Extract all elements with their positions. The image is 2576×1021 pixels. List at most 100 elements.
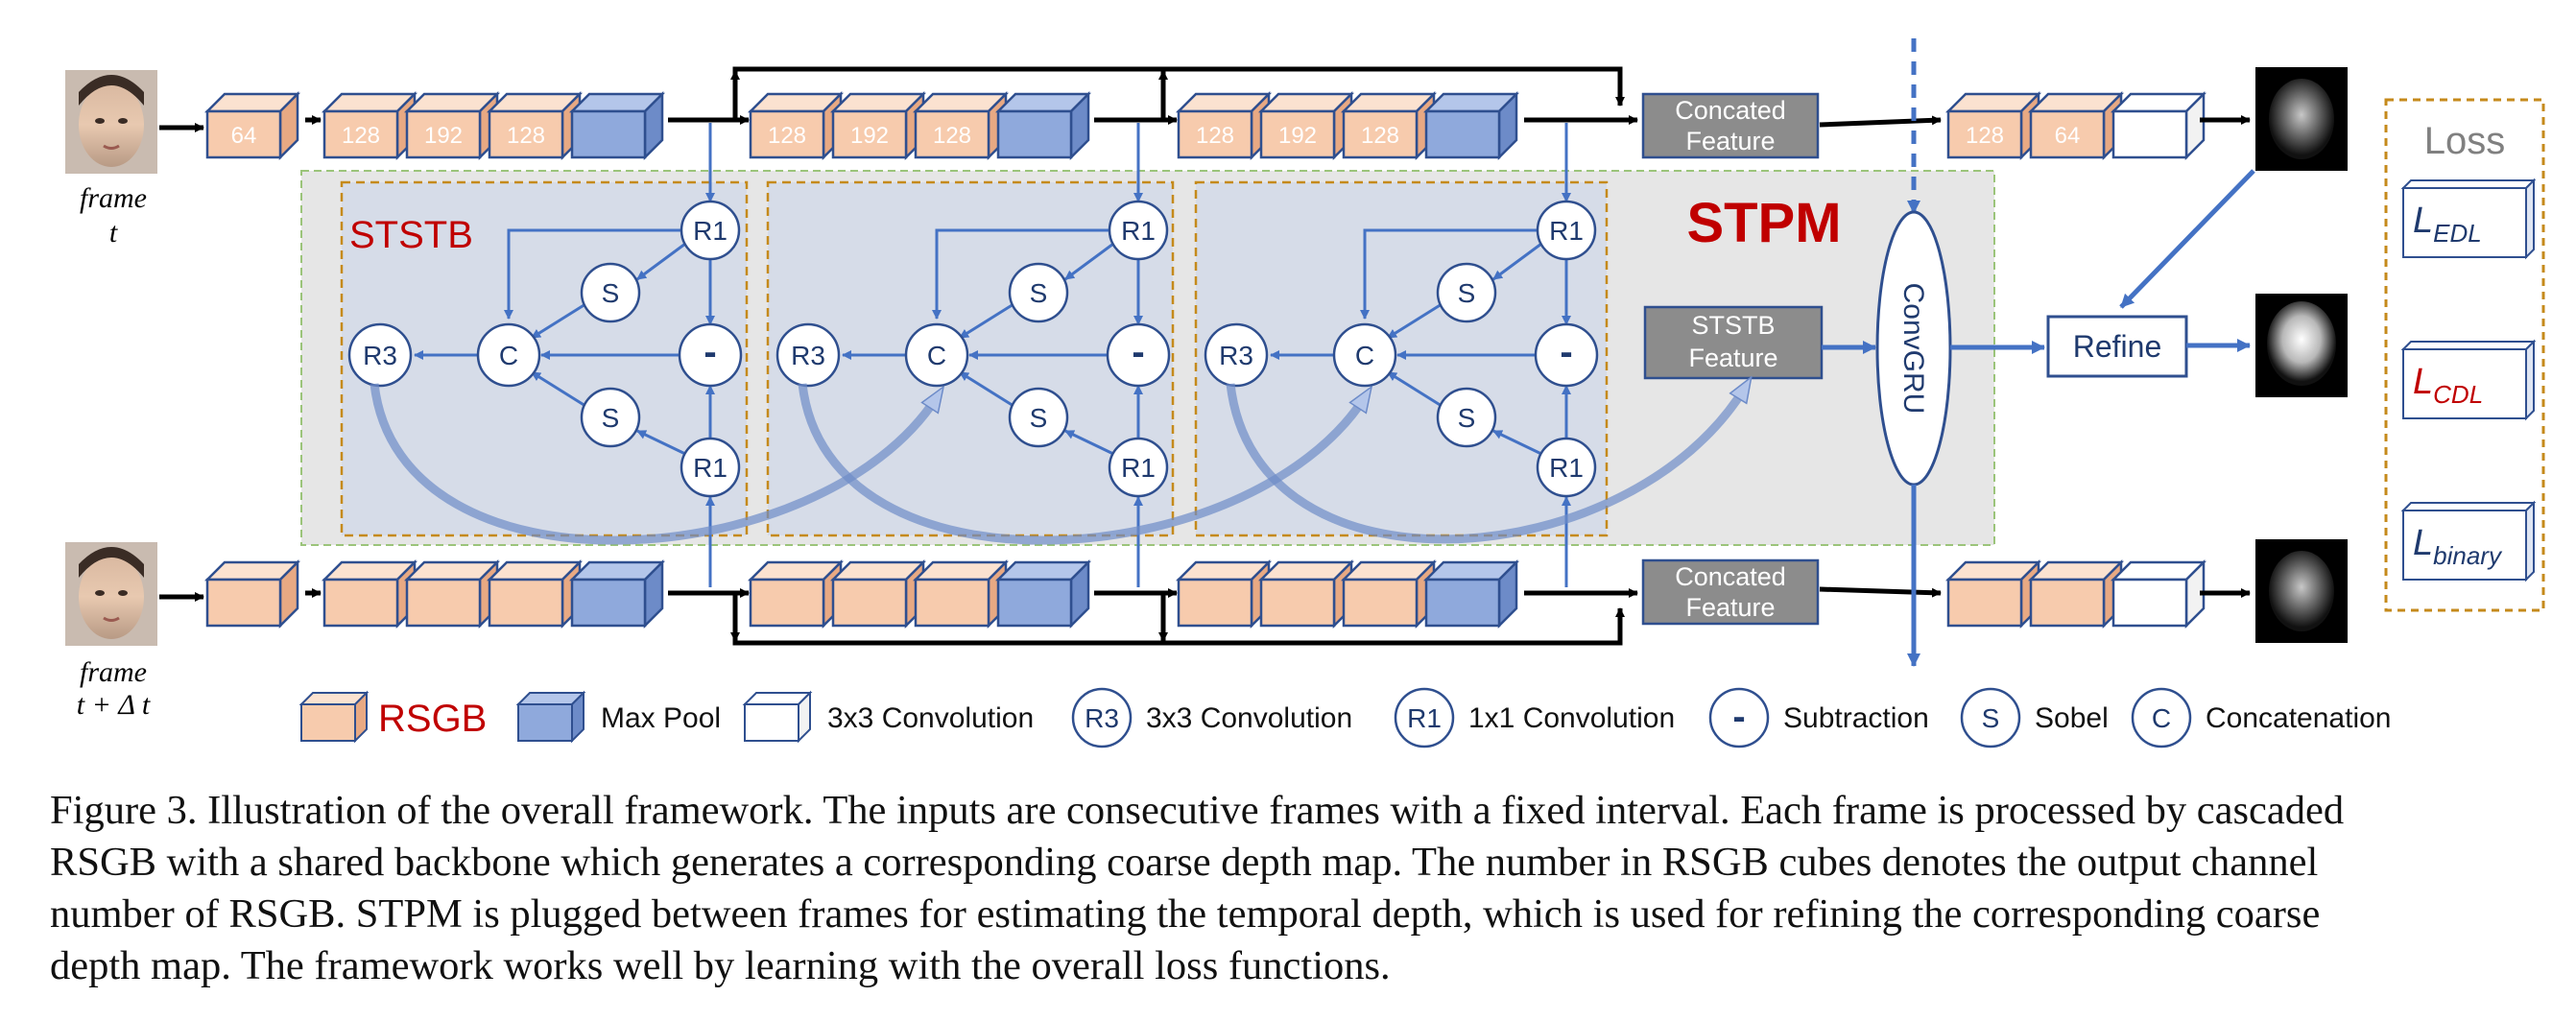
loss-panel [2384, 98, 2545, 612]
loss-item-edl: LEDL [2400, 178, 2537, 260]
svg-text:Lbinary: Lbinary [2413, 523, 2503, 570]
svg-text:S: S [1982, 703, 2000, 733]
bottom-block2-maxpool [994, 558, 1092, 629]
loss-title: Loss [2424, 120, 2506, 162]
top-head-rsgb-2-label: 64 [2055, 123, 2081, 149]
top-block2-maxpool [994, 90, 1092, 161]
svg-text:Feature: Feature [1685, 127, 1775, 155]
svg-text:LEDL: LEDL [2413, 201, 2482, 248]
svg-text:C: C [499, 341, 518, 370]
bottom-head-rsgb-1 [1944, 558, 2042, 629]
svg-text:LCDL: LCDL [2413, 362, 2483, 409]
top-block1-rsgb-2: 192 [403, 90, 501, 161]
legend-r1-icon: R1 [1394, 687, 1455, 748]
top-block1-rsgb-1-label: 128 [342, 123, 380, 149]
legend-subtraction-label: Subtraction [1783, 702, 1929, 734]
refined-depth [2255, 294, 2348, 397]
top-head-rsgb-1: 128 [1944, 90, 2042, 161]
top-rsgb-first: 64 [203, 90, 301, 161]
temporal-curve-1 [370, 383, 937, 545]
concated-feature-top: Concated Feature [1641, 92, 1820, 159]
svg-text:R1: R1 [1121, 453, 1156, 483]
top-block1-rsgb-3: 128 [486, 90, 584, 161]
convgru-label: ConvGRU [1897, 283, 1929, 415]
svg-text:R3: R3 [1219, 341, 1253, 370]
bottom-block3-maxpool [1422, 558, 1520, 629]
r3-node: R3 [1204, 322, 1269, 388]
top-block1-maxpool [568, 90, 666, 161]
top-block2-rsgb-3-label: 128 [933, 123, 971, 149]
concat-node: C [476, 322, 541, 388]
top-block3-rsgb-3-label: 128 [1361, 123, 1399, 149]
frame-tdt-label-2: t + Δ t [77, 689, 151, 721]
sobel-node-bottom: S [1008, 387, 1069, 448]
sobel-node-bottom: S [1436, 387, 1497, 448]
top-block3-maxpool [1422, 90, 1520, 161]
legend-conv3x3-icon [742, 690, 813, 744]
bottom-block1-maxpool [568, 558, 666, 629]
top-block3-rsgb-2: 192 [1257, 90, 1355, 161]
temporal-curve-2 [798, 383, 1365, 545]
svg-text:R3: R3 [363, 341, 397, 370]
bottom-block2-rsgb-3 [912, 558, 1010, 629]
r1-bottom-node: R1 [1536, 437, 1597, 498]
svg-text:S: S [602, 403, 620, 433]
coarse-depth-top [2255, 67, 2348, 171]
svg-text:C: C [1355, 341, 1374, 370]
caption-line-4: depth map. The framework works well by l… [50, 943, 1391, 988]
legend-subtraction-icon: - [1708, 687, 1770, 748]
r1-top-node: R1 [1536, 200, 1597, 261]
caption-line-3: number of RSGB. STPM is plugged between … [50, 891, 2321, 937]
svg-text:-: - [1132, 331, 1144, 373]
caption-line-2: RSGB with a shared backbone which genera… [50, 840, 2319, 885]
legend-r3-icon: R3 [1071, 687, 1133, 748]
svg-text:S: S [602, 278, 620, 308]
stpm-label: STPM [1686, 192, 1841, 254]
top-block2-rsgb-1: 128 [747, 90, 845, 161]
r1-top-node: R1 [1108, 200, 1169, 261]
bottom-block3-rsgb-2 [1257, 558, 1355, 629]
svg-text:Feature: Feature [1688, 344, 1777, 372]
svg-text:S: S [1030, 278, 1048, 308]
concat-node: C [1332, 322, 1397, 388]
top-block1-rsgb-1: 128 [321, 90, 418, 161]
figure-caption: Figure 3. Illustration of the overall fr… [50, 785, 2536, 992]
sobel-node-top: S [580, 262, 641, 323]
top-block3-rsgb-1: 128 [1175, 90, 1273, 161]
svg-text:Refine: Refine [2073, 329, 2162, 364]
coarse-depth-bottom [2255, 539, 2348, 643]
caption-line-1: Figure 3. Illustration of the overall fr… [50, 788, 2345, 833]
legend-conv3x3-label: 3x3 Convolution [827, 702, 1034, 734]
svg-text:C: C [2152, 703, 2171, 733]
frame-t-label-2: t [109, 217, 118, 249]
bottom-head-conv [2110, 558, 2207, 629]
legend-concat-label: Concatenation [2206, 702, 2391, 734]
bottom-head-rsgb-2 [2027, 558, 2125, 629]
concated-feature-bottom: Concated Feature [1641, 558, 1820, 626]
sobel-node-top: S [1008, 262, 1069, 323]
coarse-to-refine [2119, 169, 2255, 309]
top-block1-rsgb-3-label: 128 [507, 123, 545, 149]
bottom-block1-rsgb-2 [403, 558, 501, 629]
top-block2-rsgb-2: 192 [829, 90, 927, 161]
legend-rsgb-label: RSGB [378, 698, 487, 740]
legend-sobel-icon: S [1960, 687, 2021, 748]
ststb-feature-box: STSTB Feature [1643, 305, 1824, 380]
svg-text:R1: R1 [1549, 216, 1584, 246]
frame-t-label-1: frame [80, 182, 147, 214]
svg-text:R1: R1 [693, 453, 727, 483]
top-block3-rsgb-2-label: 192 [1278, 123, 1317, 149]
svg-text:-: - [704, 331, 716, 373]
svg-text:Feature: Feature [1685, 593, 1775, 622]
top-head-rsgb-2: 64 [2027, 90, 2125, 161]
top-block1-rsgb-2-label: 192 [424, 123, 463, 149]
refine-box: Refine [2046, 315, 2188, 378]
bottom-block1-rsgb-1 [321, 558, 418, 629]
svg-text:R3: R3 [791, 341, 825, 370]
subtraction-node: - [678, 322, 743, 388]
sobel-node-top: S [1436, 262, 1497, 323]
